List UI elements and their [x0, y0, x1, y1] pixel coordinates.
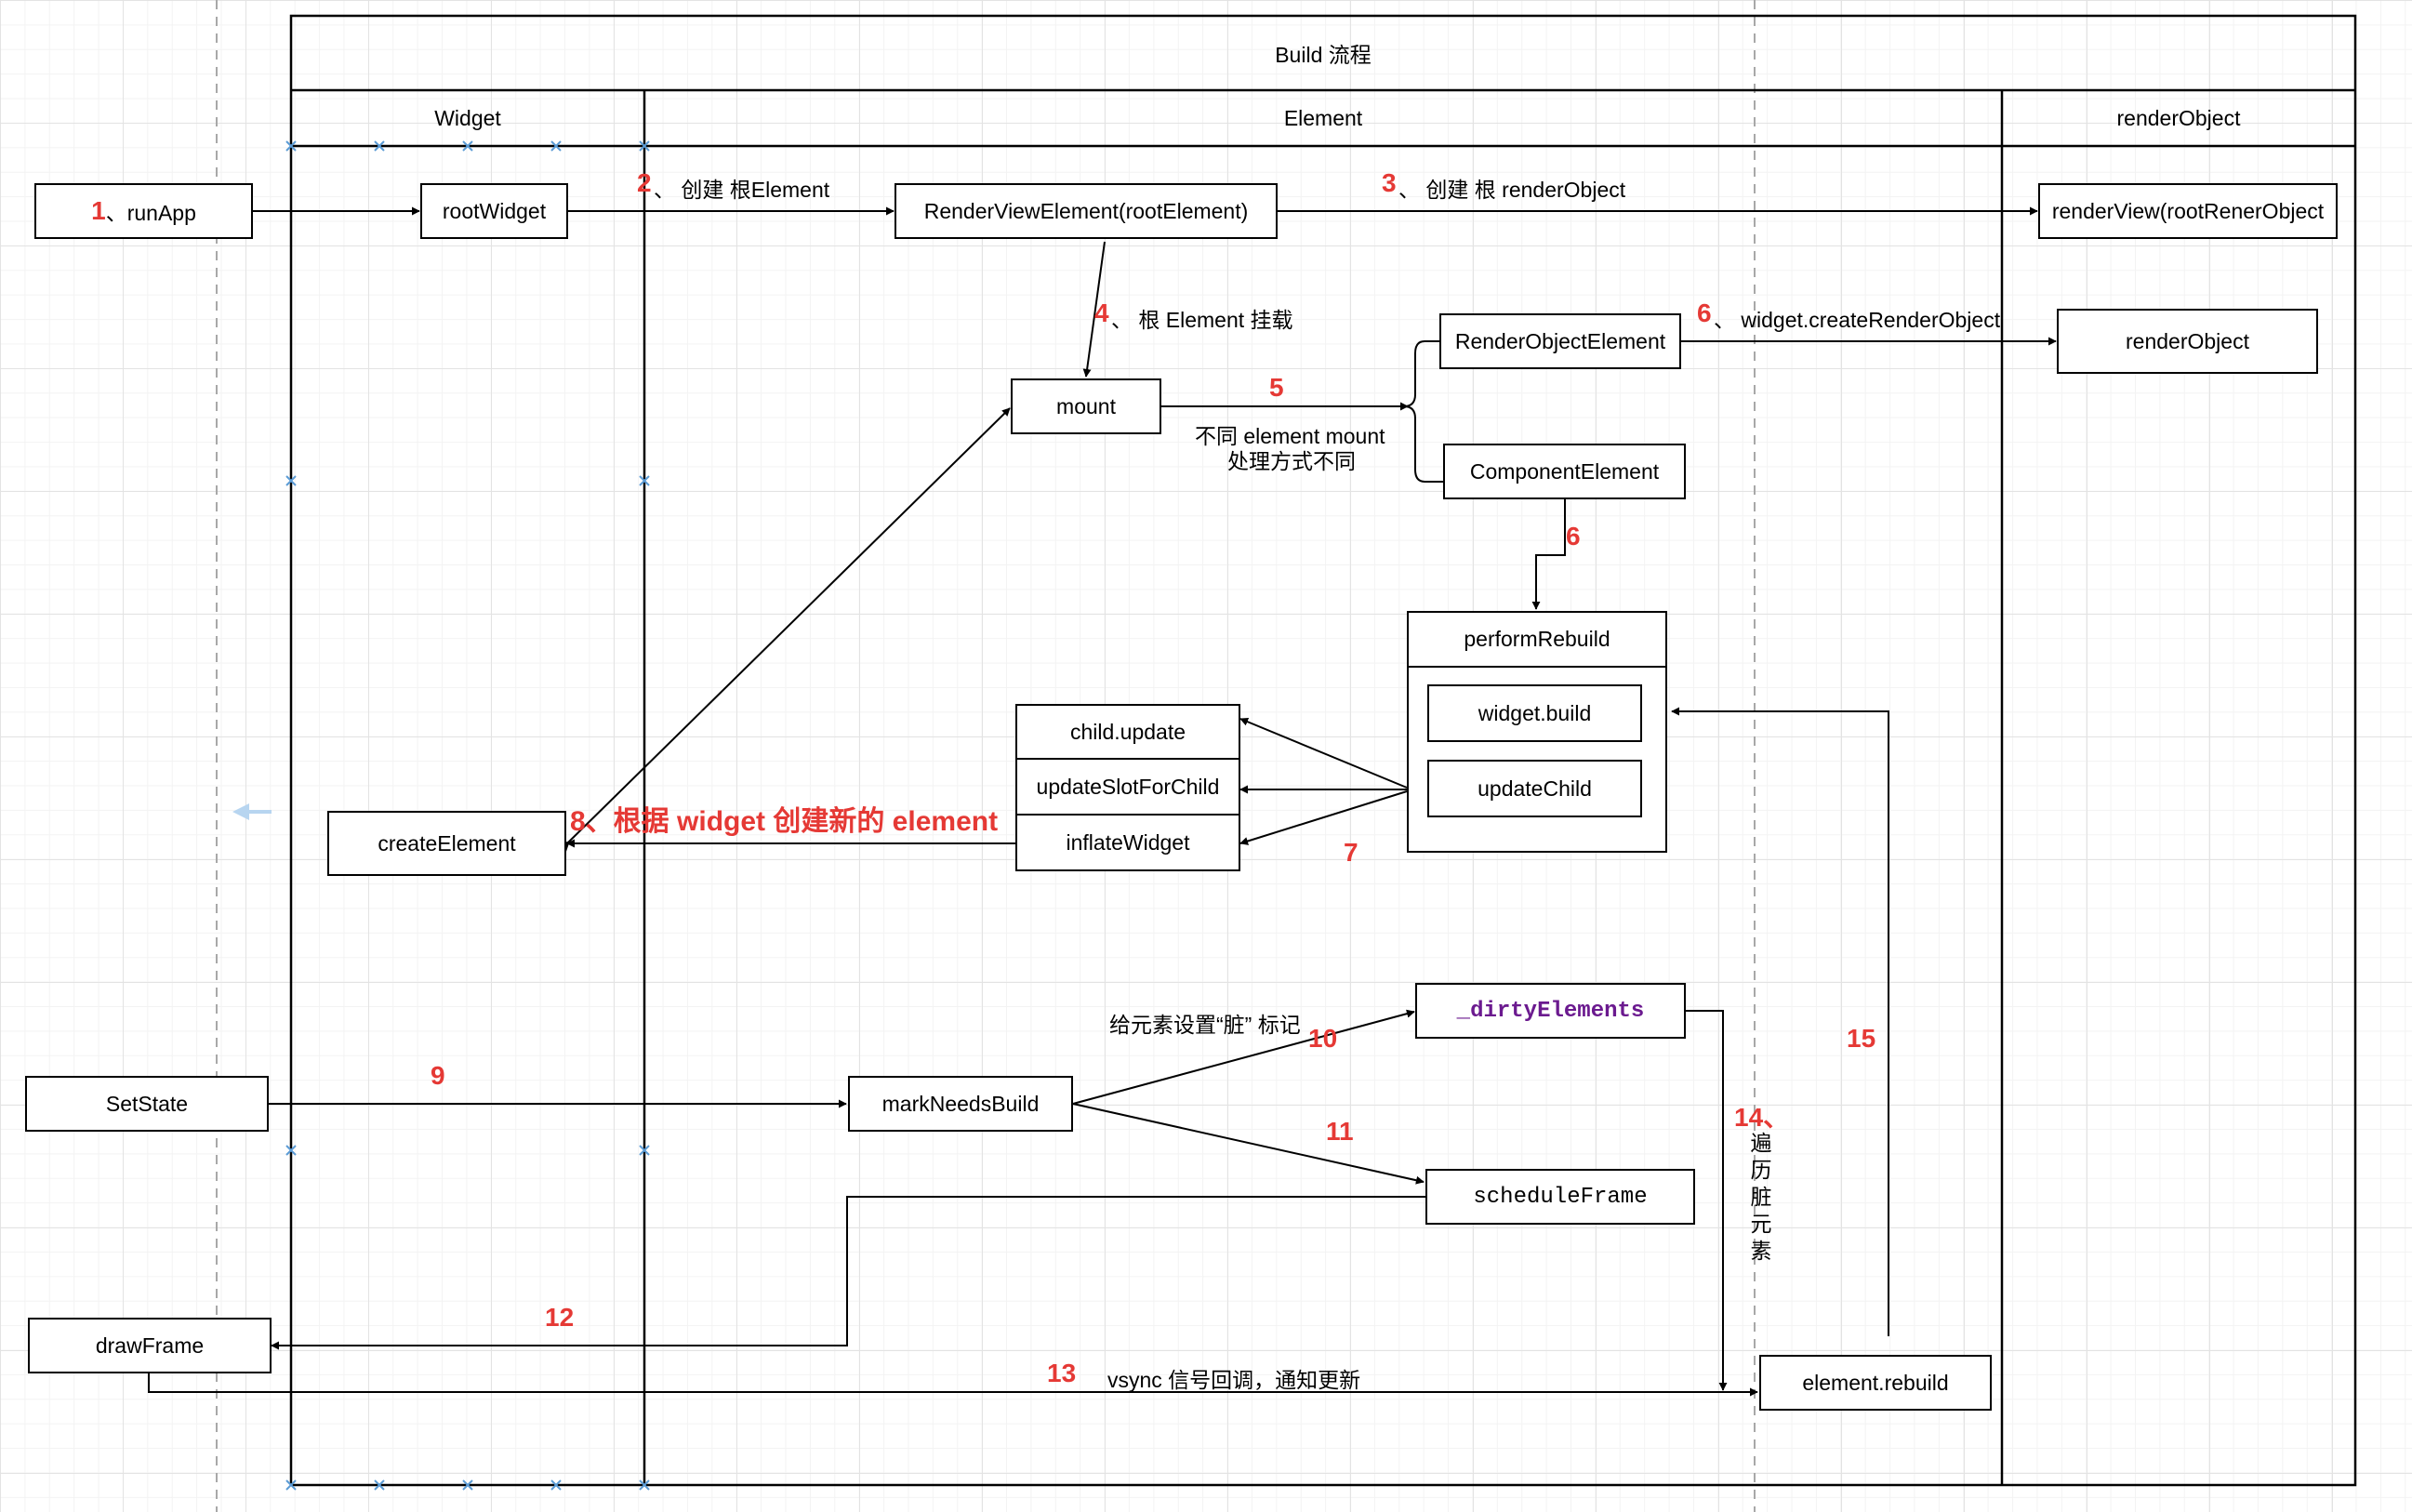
step5-label-line1: 不同 element mount: [1195, 424, 1385, 448]
node-componentelement[interactable]: ComponentElement: [1443, 444, 1686, 499]
lane-header-renderobject: renderObject: [2116, 105, 2241, 130]
step4-number: 4: [1094, 298, 1109, 327]
edge-5-brace: [1403, 340, 1443, 483]
runapp-number: 1: [91, 196, 106, 225]
node-runapp[interactable]: 1、runApp: [34, 183, 253, 239]
pool-title: Build 流程: [1275, 43, 1372, 67]
step11-number: 11: [1326, 1117, 1354, 1146]
node-renderview[interactable]: renderView(rootRenerObject: [2038, 183, 2338, 239]
performrebuild-title: performRebuild: [1409, 613, 1665, 668]
step3-label: 、 创建 根 renderObject: [1398, 178, 1626, 202]
edge-13: [148, 1364, 1758, 1397]
edge-7a: [1239, 717, 1408, 789]
selection-handles: [285, 140, 650, 1491]
step2-label: 、 创建 根Element: [654, 178, 830, 202]
node-dirtyelements[interactable]: _dirtyElements: [1415, 983, 1686, 1039]
node-updateslotforchild[interactable]: updateSlotForChild: [1015, 758, 1240, 816]
step13-label: vsync 信号回调，通知更新: [1107, 1368, 1361, 1392]
edge-7c: [1239, 790, 1408, 845]
node-setstate[interactable]: SetState: [25, 1076, 269, 1132]
lane-header-element: Element: [1283, 105, 1363, 130]
step10-number: 10: [1308, 1024, 1338, 1053]
node-element-rebuild[interactable]: element.rebuild: [1759, 1355, 1992, 1411]
step4-label: 、 根 Element 挂载: [1111, 308, 1293, 332]
step7-number: 7: [1344, 838, 1358, 867]
pool-frame: [289, 14, 2357, 1487]
edge-15: [1671, 707, 1889, 1336]
node-renderobjectelement[interactable]: RenderObjectElement: [1439, 313, 1681, 369]
step2-number: 2: [637, 168, 652, 197]
edges: [148, 206, 2057, 1397]
step12-number: 12: [545, 1303, 575, 1332]
step13-number: 13: [1047, 1359, 1077, 1387]
edge-14: [1686, 1010, 1728, 1391]
node-createelement[interactable]: createElement: [327, 811, 566, 876]
step6a-label: 、 widget.createRenderObject: [1714, 308, 2001, 332]
step9-number: 9: [431, 1061, 445, 1090]
node-performrebuild[interactable]: performRebuild widget.build updateChild: [1407, 611, 1667, 853]
lane-header-widget: Widget: [434, 105, 501, 130]
node-mount[interactable]: mount: [1011, 378, 1161, 434]
drag-hint-arrow: [232, 803, 272, 820]
step15-number: 15: [1847, 1024, 1876, 1053]
edge-10: [1072, 1009, 1415, 1105]
step14-label: 遍历脏元素: [1750, 1131, 1772, 1263]
edge-8-mount: [567, 407, 1011, 843]
step5-label-line2: 处理方式不同: [1227, 449, 1356, 473]
node-rootwidget[interactable]: rootWidget: [420, 183, 568, 239]
node-widget-build[interactable]: widget.build: [1427, 684, 1642, 742]
node-child-update[interactable]: child.update: [1015, 704, 1240, 760]
edge-6b: [1531, 499, 1566, 610]
step14-number: 14、: [1734, 1103, 1790, 1132]
node-markneedsbuild[interactable]: markNeedsBuild: [848, 1076, 1073, 1132]
edge-4: [1082, 241, 1106, 378]
node-renderobject[interactable]: renderObject: [2057, 309, 2318, 374]
step3-number: 3: [1382, 168, 1397, 197]
step5-number: 5: [1269, 373, 1284, 402]
node-scheduleframe[interactable]: scheduleFrame: [1425, 1169, 1695, 1225]
node-updatechild[interactable]: updateChild: [1427, 760, 1642, 817]
runapp-label: 、runApp: [105, 201, 196, 225]
node-inflatewidget[interactable]: inflateWidget: [1015, 814, 1240, 871]
step8-label: 8、根据 widget 创建新的 element: [570, 806, 999, 837]
edge-11: [1072, 1103, 1425, 1185]
step6b-number: 6: [1566, 522, 1581, 550]
edge-12: [271, 1196, 1425, 1350]
step10-label: 给元素设置“脏” 标记: [1109, 1013, 1301, 1037]
node-drawframe[interactable]: drawFrame: [28, 1318, 272, 1373]
node-renderviewelement[interactable]: RenderViewElement(rootElement): [895, 183, 1278, 239]
step6a-number: 6: [1697, 298, 1712, 327]
